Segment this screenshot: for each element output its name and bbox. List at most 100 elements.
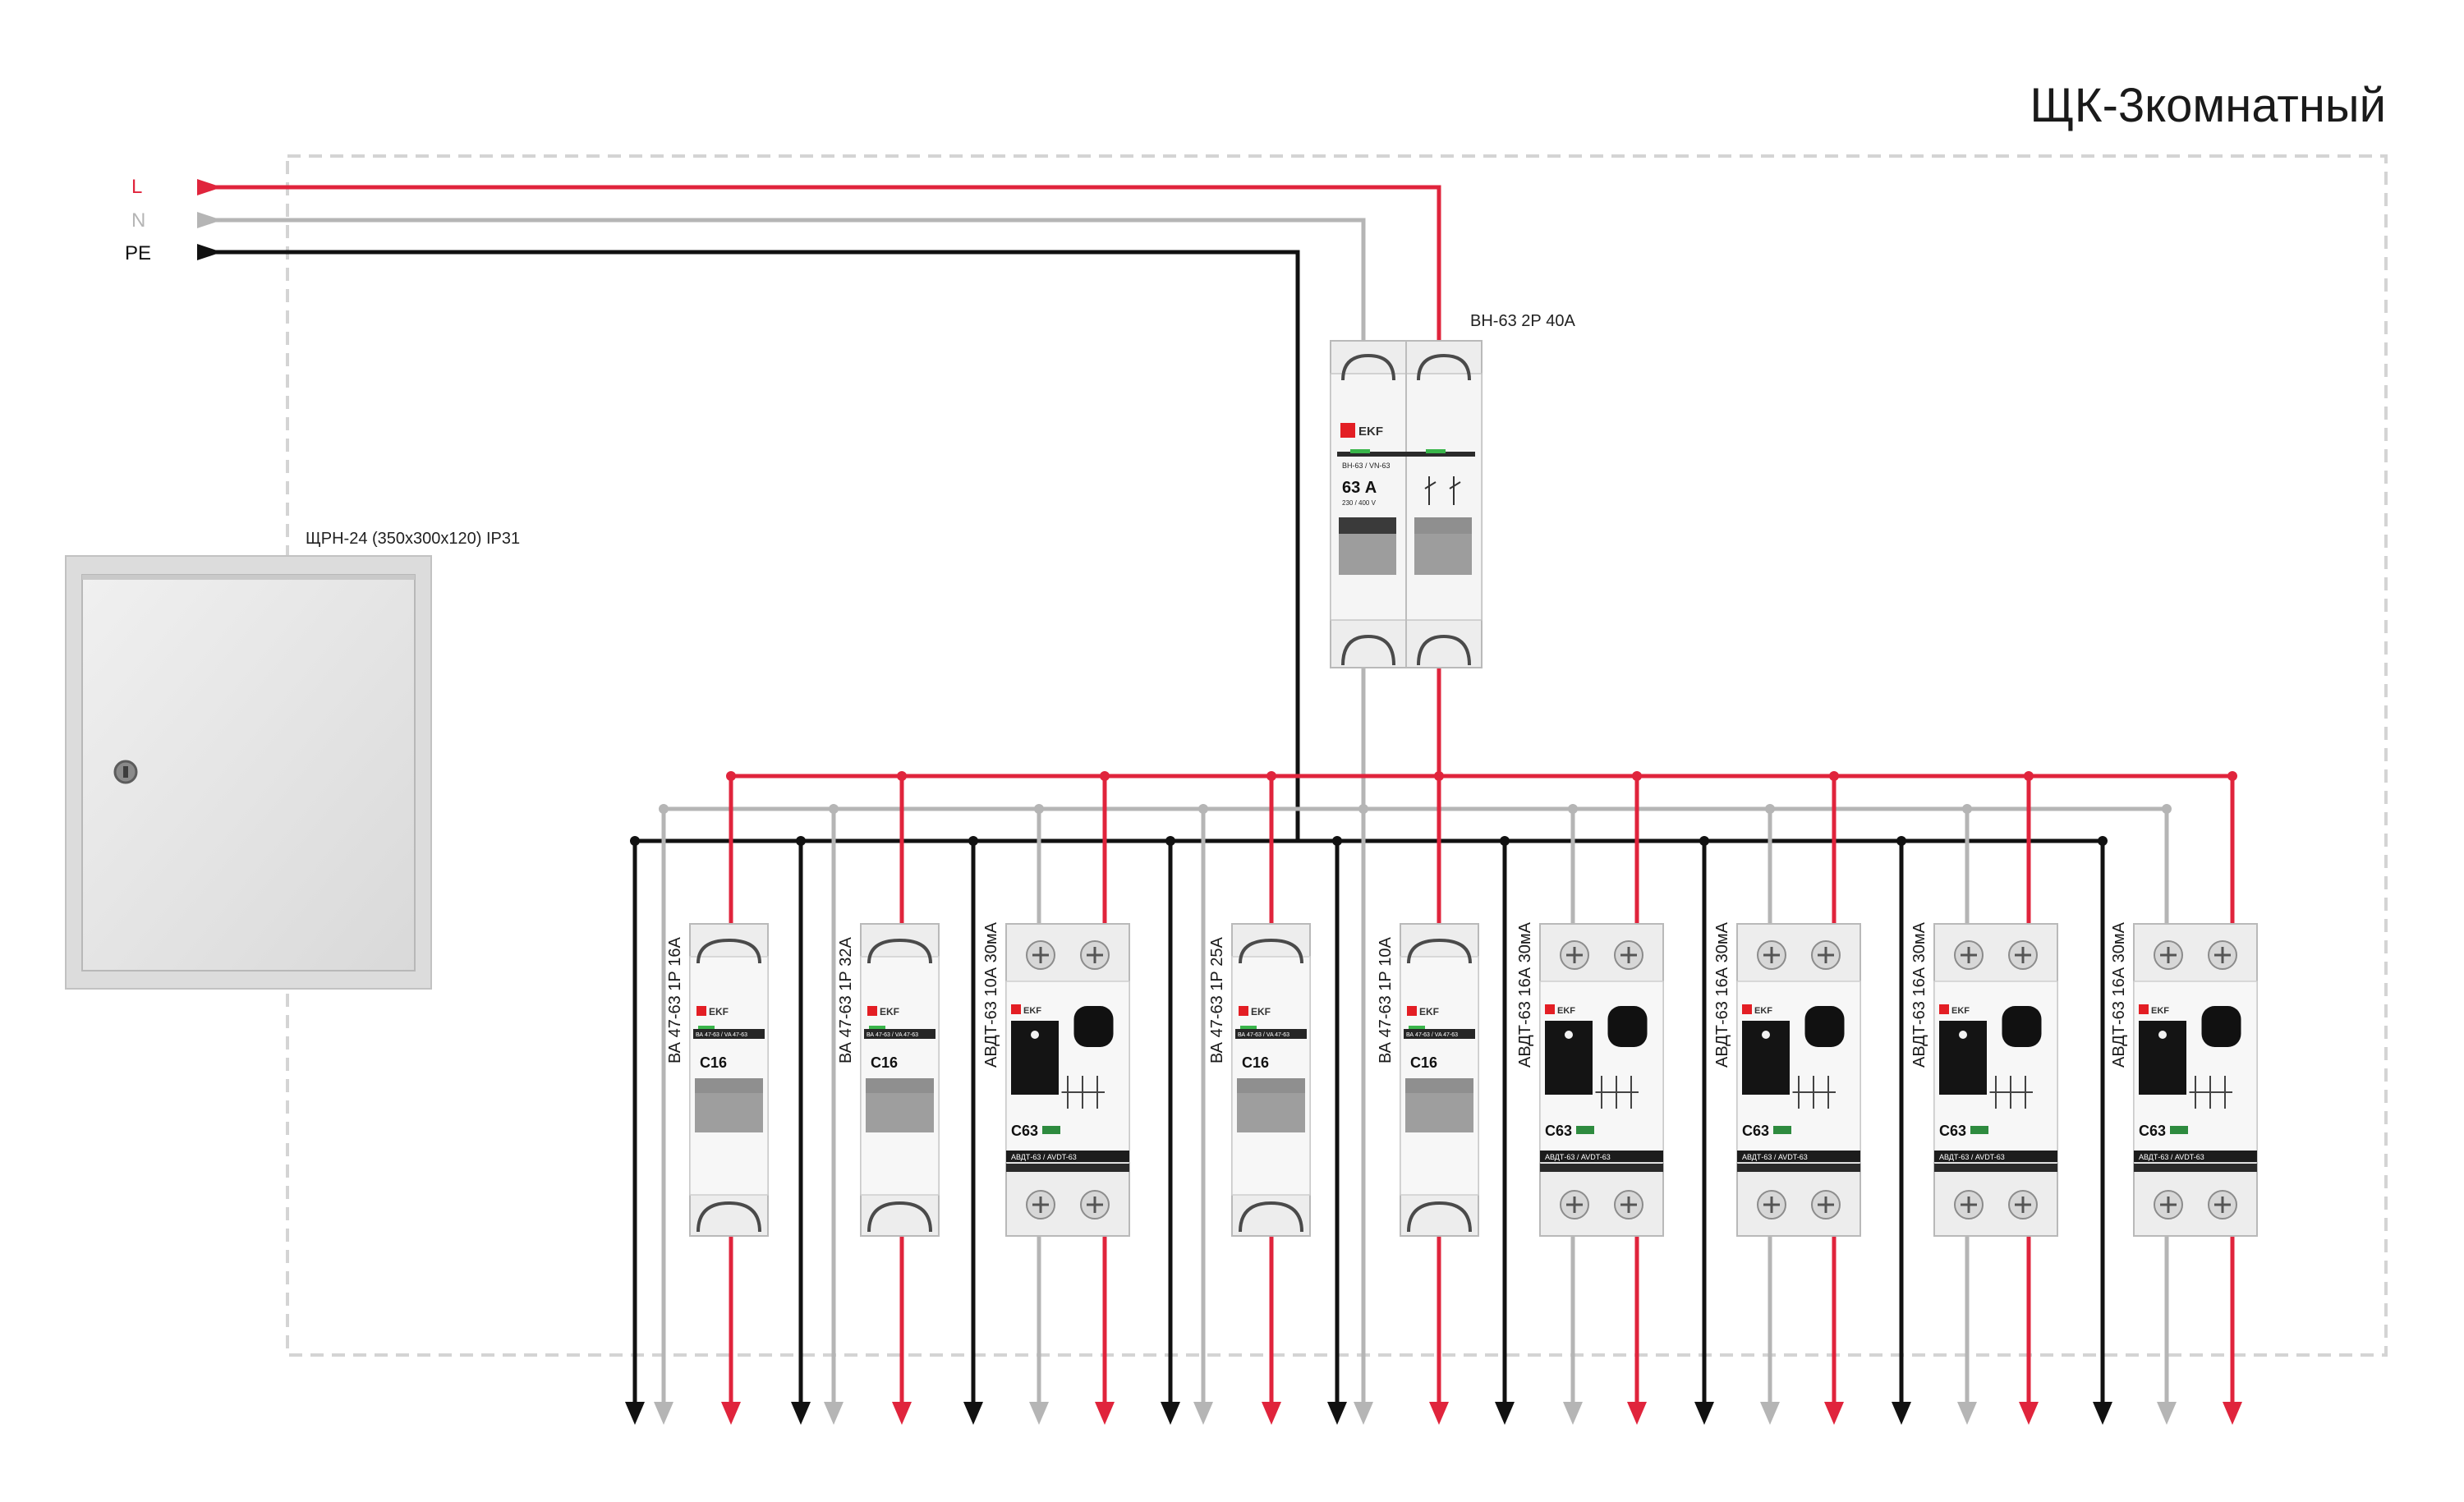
device-brand: EKF <box>1754 1006 1772 1016</box>
arrow-l-out <box>1824 1402 1844 1425</box>
main-switch-rating: 63 А <box>1342 479 1377 497</box>
test-button <box>1804 1006 1845 1047</box>
junction-dot <box>968 836 978 846</box>
arrow-pe-out <box>2093 1402 2112 1425</box>
device-series: ВА 47-63 / VA 47-63 <box>696 1032 747 1038</box>
series-band <box>864 1029 935 1039</box>
screw-slot <box>1087 947 1103 963</box>
junction-dot <box>1358 804 1368 814</box>
junction-dot <box>2098 836 2108 846</box>
schematic-icon <box>1989 1076 2033 1109</box>
device-rating: C16 <box>1410 1054 1437 1071</box>
enclosure-label: ЩРН-24 (350х300х120) IP31 <box>306 530 520 548</box>
arrow-n-out <box>1193 1402 1213 1425</box>
screw-slot <box>1032 947 1049 963</box>
ekf-logo <box>1239 1006 1248 1016</box>
junction-dot <box>1962 804 1972 814</box>
device-brand: EKF <box>1557 1006 1575 1016</box>
device-label: ВА 47-63 1Р 25А <box>1208 936 1226 1063</box>
screw-slot <box>2160 1197 2177 1213</box>
device-rating: C16 <box>1242 1054 1269 1071</box>
device-face <box>860 956 940 1196</box>
junction-dot <box>1896 836 1906 846</box>
arrow-n-out <box>654 1402 673 1425</box>
main-switch-series: ВН-63 / VN-63 <box>1342 462 1391 470</box>
device-toggle <box>1405 1078 1473 1093</box>
device-label: ВА 47-63 1Р 10А <box>1377 936 1395 1063</box>
series-band <box>1404 1029 1475 1039</box>
device-brand: EKF <box>1419 1006 1439 1017</box>
wire-l-input <box>197 185 1441 345</box>
series-band <box>1235 1029 1307 1039</box>
device-rating: C63 <box>2139 1123 2166 1139</box>
toggle-base <box>1405 1093 1473 1132</box>
screw-slot <box>1032 1197 1049 1213</box>
junction-dot <box>1165 836 1175 846</box>
screw-slot <box>1763 1197 1780 1213</box>
junction-dot <box>829 804 839 814</box>
junction-dot <box>1500 836 1510 846</box>
band-dark <box>1737 1164 1860 1172</box>
arrow-l-input <box>197 179 222 195</box>
test-button <box>1607 1006 1648 1047</box>
junction-dot <box>1100 771 1110 781</box>
wire-n-input <box>197 218 1366 345</box>
device-label: АВДТ-63 10А 30мА <box>982 921 1000 1068</box>
device-label: АВДТ-63 16А 30мА <box>2110 921 2128 1068</box>
junction-dot <box>2024 771 2034 781</box>
status-indicator <box>1970 1126 1988 1134</box>
arrow-pe-out <box>1694 1402 1714 1425</box>
device-brand: EKF <box>1023 1006 1041 1016</box>
main-switch-label: ВН-63 2Р 40А <box>1470 312 1576 330</box>
status-indicator <box>1240 1026 1257 1029</box>
toggle-base <box>866 1093 934 1132</box>
toggle-dot <box>1031 1031 1039 1039</box>
device-rating: C63 <box>1011 1123 1038 1139</box>
device-rating: C16 <box>871 1054 898 1071</box>
series-band <box>2134 1151 2257 1162</box>
status-indicator <box>869 1026 885 1029</box>
arrow-l-out <box>1095 1402 1115 1425</box>
arrow-n-out <box>1563 1402 1583 1425</box>
series-band <box>1006 1151 1129 1162</box>
terminal-bottom <box>1239 1201 1303 1233</box>
arrow-pe-out <box>1327 1402 1347 1425</box>
device-rating: C63 <box>1742 1123 1769 1139</box>
diagram-title: ЩК-3комнатный <box>2030 79 2386 132</box>
main-switch-brand: EKF <box>1358 425 1383 439</box>
device-series: ВА 47-63 / VA 47-63 <box>1238 1032 1289 1038</box>
arrow-pe-out <box>791 1402 811 1425</box>
terminal-top <box>1407 938 1472 964</box>
junction-dot <box>630 836 640 846</box>
toggle-dot <box>1762 1031 1770 1039</box>
junction-dot <box>726 771 736 781</box>
terminal-bottom <box>867 1201 932 1233</box>
device-label: АВДТ-63 16А 30мА <box>1516 921 1534 1068</box>
device-label: АВДТ-63 16А 30мА <box>1910 921 1928 1068</box>
junction-dot <box>1829 771 1839 781</box>
arrow-pe-out <box>1495 1402 1515 1425</box>
status-indicator <box>2170 1126 2188 1134</box>
arrow-n-out <box>824 1402 844 1425</box>
device-series: АВДТ-63 / AVDT-63 <box>2139 1153 2204 1161</box>
screw-slot <box>1620 947 1637 963</box>
device-series: АВДТ-63 / AVDT-63 <box>1742 1153 1808 1161</box>
screw-slot <box>1566 947 1583 963</box>
screw-slot <box>2214 947 2231 963</box>
toggle-dot <box>2158 1031 2167 1039</box>
ekf-logo <box>696 1006 706 1016</box>
status-indicator <box>1576 1126 1594 1134</box>
device-toggle <box>1237 1078 1305 1093</box>
screw-slot <box>1961 947 1977 963</box>
enclosure-image <box>65 555 432 990</box>
main-switch-voltage: 230 / 400 V <box>1342 499 1377 507</box>
toggle-base <box>695 1093 763 1132</box>
ekf-logo <box>1011 1004 1021 1014</box>
status-indicator <box>1409 1026 1425 1029</box>
test-button <box>2002 1006 2042 1047</box>
terminal-bottom <box>1407 1201 1472 1233</box>
input-label-l: L <box>131 176 142 198</box>
